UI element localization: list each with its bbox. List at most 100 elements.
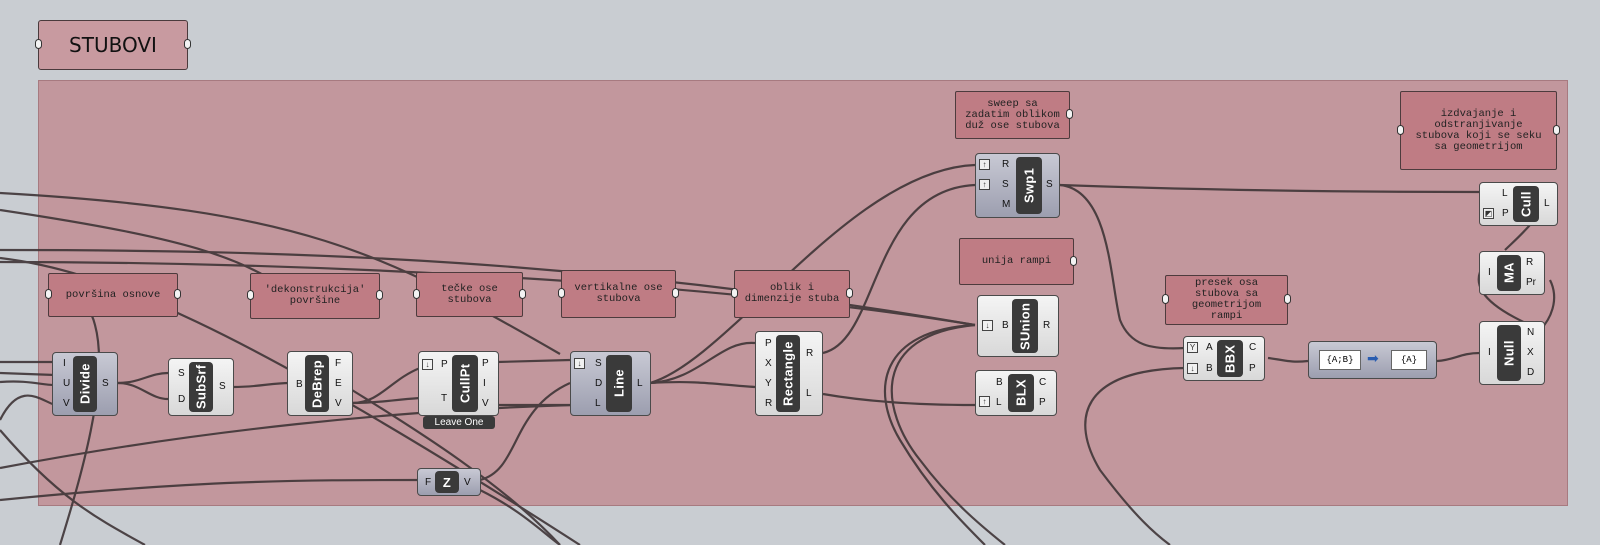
panel-izdvajanje[interactable]: izdvajanje i odstranjivanje stubova koji… (1397, 91, 1560, 170)
input-port-v[interactable]: V (63, 398, 70, 409)
input-port-l[interactable]: L (1502, 188, 1508, 199)
input-port-i[interactable]: I (63, 358, 66, 369)
input-port-l[interactable]: L (595, 398, 601, 409)
output-port-c[interactable]: C (1249, 342, 1257, 353)
bbx-component[interactable]: Y ↓ A B BBX C P (1183, 336, 1265, 381)
flatten-icon[interactable]: ↓ (574, 358, 585, 369)
output-port-l[interactable]: L (1544, 198, 1550, 209)
blx-component[interactable]: B ↑ L BLX C P (975, 370, 1057, 416)
simplify-icon[interactable]: Y (1187, 342, 1198, 353)
input-port-x[interactable]: X (765, 358, 772, 369)
output-port-s[interactable]: S (219, 381, 226, 392)
input-grip[interactable] (413, 288, 420, 299)
input-grip[interactable] (35, 39, 42, 49)
line-component[interactable]: ↓ S D L Line L (570, 351, 651, 416)
flatten-icon[interactable]: ↓ (982, 320, 993, 331)
cull-component[interactable]: L ◩ P Cull L (1479, 182, 1558, 226)
output-port-c[interactable]: C (1039, 377, 1047, 388)
path-mapper-component[interactable]: {A;B} ➡ {A} (1308, 341, 1437, 379)
output-grip[interactable] (1066, 109, 1073, 119)
ma-component[interactable]: I MA R Pr (1479, 251, 1545, 295)
output-grip[interactable] (846, 288, 853, 298)
cullpt-component[interactable]: ↓ P T CullPt P I V (418, 351, 499, 416)
output-port-r[interactable]: R (1526, 257, 1534, 268)
output-port-x[interactable]: X (1527, 347, 1534, 358)
input-port-d[interactable]: D (178, 394, 186, 405)
input-port-r[interactable]: R (765, 398, 773, 409)
output-port-i[interactable]: I (483, 378, 486, 389)
output-grip[interactable] (519, 288, 526, 299)
output-port-e[interactable]: E (335, 378, 342, 389)
input-grip[interactable] (247, 290, 254, 300)
panel-dekonstrukcija[interactable]: 'dekonstrukcija' površine (247, 273, 383, 319)
sunion-component[interactable]: ↓ B SUnion R (977, 295, 1059, 357)
input-port-b[interactable]: B (996, 377, 1003, 388)
input-grip[interactable] (731, 288, 738, 298)
flatten-icon[interactable]: ↓ (1187, 363, 1198, 374)
output-port-f[interactable]: F (335, 358, 342, 369)
reparameterize-icon[interactable]: ◩ (1483, 208, 1494, 219)
output-port-l[interactable]: L (637, 378, 643, 389)
output-port-v[interactable]: V (335, 398, 342, 409)
input-port-s[interactable]: S (595, 358, 602, 369)
panel-presek-osa[interactable]: presek osa stubova sa geometrijom rampi (1162, 275, 1291, 325)
output-grip[interactable] (184, 39, 191, 49)
graft-icon[interactable]: ↑ (979, 159, 990, 170)
input-port-p[interactable]: P (765, 338, 772, 349)
swp1-component[interactable]: ↑ ↑ R S M Swp1 S (975, 153, 1060, 218)
output-port-r[interactable]: R (1043, 320, 1051, 331)
output-grip[interactable] (1070, 255, 1077, 266)
output-grip[interactable] (1284, 294, 1291, 304)
output-port-s[interactable]: S (1046, 179, 1053, 190)
rectangle-component[interactable]: P X Y R Rectangle R L (755, 331, 823, 416)
output-port-p[interactable]: P (482, 358, 489, 369)
output-grip[interactable] (376, 290, 383, 300)
input-port-f[interactable]: F (425, 477, 432, 488)
output-port-p[interactable]: P (1249, 363, 1256, 374)
input-port-r[interactable]: R (1002, 159, 1010, 170)
graft-icon[interactable]: ↑ (979, 179, 990, 190)
output-grip[interactable] (174, 289, 181, 299)
panel-povrsina-osnove[interactable]: površina osnove (45, 273, 181, 317)
input-port-s[interactable]: S (178, 368, 185, 379)
graft-icon[interactable]: ↑ (979, 396, 990, 407)
flatten-icon[interactable]: ↓ (422, 359, 433, 370)
input-port-l[interactable]: L (996, 397, 1002, 408)
output-port-r[interactable]: R (806, 348, 814, 359)
debrep-component[interactable]: B DeBrep F E V (287, 351, 353, 416)
panel-vertikalne-ose[interactable]: vertikalne ose stubova (558, 270, 679, 318)
output-grip[interactable] (672, 288, 679, 298)
z-component[interactable]: F Z V (417, 468, 481, 496)
input-port-d[interactable]: D (595, 378, 603, 389)
output-port-s[interactable]: S (102, 378, 109, 389)
input-port-p[interactable]: P (1502, 208, 1509, 219)
input-port-a[interactable]: A (1206, 342, 1213, 353)
divide-component[interactable]: I U V Divide S (52, 352, 118, 416)
panel-sweep[interactable]: sweep sa zadatim oblikom duž ose stubova (955, 91, 1073, 139)
subsrf-component[interactable]: S D SubSrf S (168, 358, 234, 416)
panel-tecke-ose[interactable]: tečke ose stubova (413, 272, 526, 317)
output-port-n[interactable]: N (1527, 327, 1535, 338)
input-port-u[interactable]: U (63, 378, 71, 389)
input-port-i[interactable]: I (1488, 267, 1491, 278)
input-grip[interactable] (45, 289, 52, 299)
output-port-l[interactable]: L (806, 388, 812, 399)
input-port-m[interactable]: M (1002, 199, 1011, 210)
input-port-p[interactable]: P (441, 359, 448, 370)
output-port-pr[interactable]: Pr (1526, 277, 1536, 288)
input-port-b[interactable]: B (296, 379, 303, 390)
input-port-b[interactable]: B (1002, 320, 1009, 331)
output-port-d[interactable]: D (1527, 367, 1535, 378)
input-port-t[interactable]: T (441, 393, 448, 404)
input-port-y[interactable]: Y (765, 378, 772, 389)
output-port-p[interactable]: P (1039, 397, 1046, 408)
output-port-v[interactable]: V (482, 398, 489, 409)
input-port-b[interactable]: B (1206, 363, 1213, 374)
input-grip[interactable] (558, 288, 565, 298)
output-grip[interactable] (1553, 124, 1560, 135)
group-title-panel[interactable]: STUBOVI (35, 20, 191, 70)
input-port-i[interactable]: I (1488, 347, 1491, 358)
output-port-v[interactable]: V (464, 477, 471, 488)
input-grip[interactable] (1162, 294, 1169, 304)
null-component[interactable]: I Null N X D (1479, 321, 1545, 385)
